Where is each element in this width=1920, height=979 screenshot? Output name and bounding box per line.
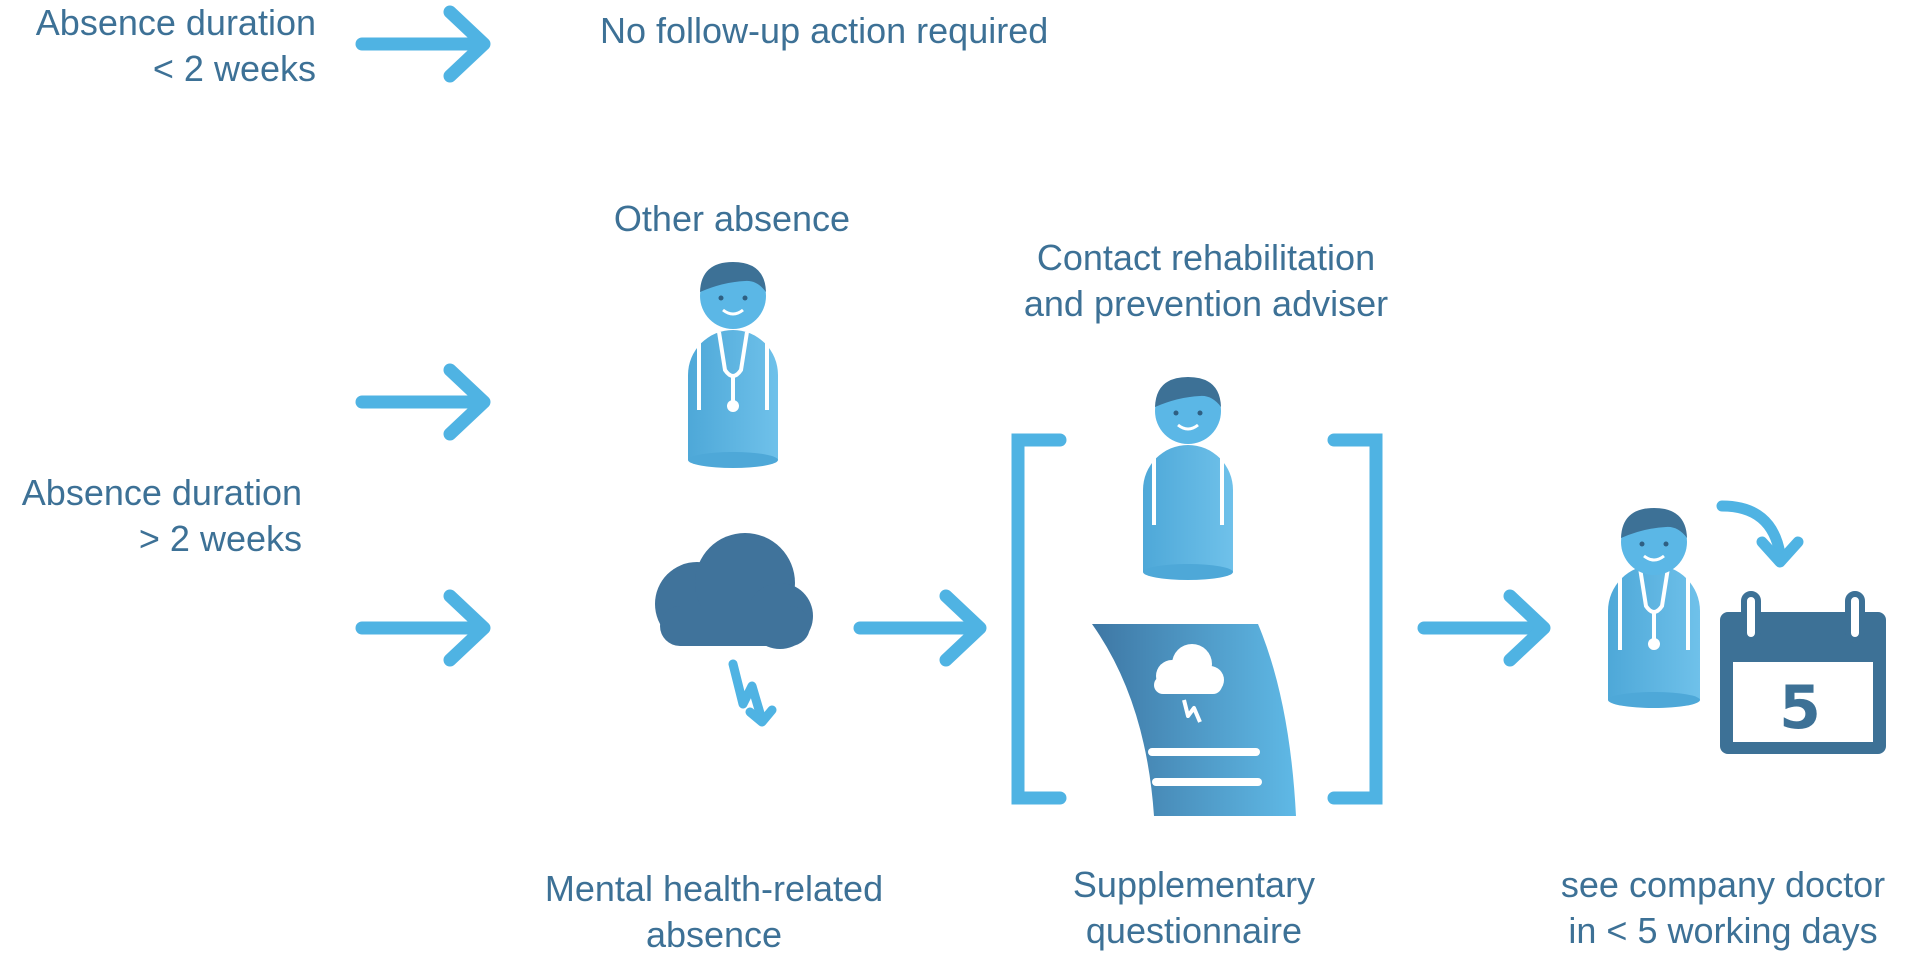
arrow-right-icon	[355, 589, 491, 667]
questionnaire-document-icon	[1092, 624, 1296, 816]
long-absence-label: Absence duration > 2 weeks	[21, 472, 302, 559]
arrow-right-icon	[355, 363, 491, 441]
contact-adviser-label: Contact rehabilitation and prevention ad…	[1023, 237, 1389, 324]
arrow-right-icon	[355, 5, 491, 83]
arrow-right-icon	[1417, 589, 1551, 667]
mental-health-label: Mental health-related absence	[544, 868, 884, 955]
doctor-icon	[1608, 508, 1700, 708]
arrow-right-icon	[853, 589, 987, 667]
other-absence-label: Other absence	[613, 198, 851, 239]
bracket-right	[1327, 433, 1383, 805]
short-absence-label: Absence duration < 2 weeks	[35, 2, 316, 89]
questionnaire-label: Supplementary questionnaire	[1072, 864, 1316, 951]
adviser-person-icon	[1143, 377, 1233, 580]
company-doctor-label: see company doctor in < 5 working days	[1560, 864, 1886, 951]
curved-arrow-icon	[1716, 500, 1804, 568]
doctor-icon	[688, 262, 778, 468]
bracket-left	[1011, 433, 1067, 805]
calendar-day: 5	[1779, 673, 1821, 743]
no-follow-up-label: No follow-up action required	[600, 10, 1049, 51]
calendar-icon: 5	[1720, 591, 1886, 754]
storm-cloud-icon	[655, 533, 813, 727]
